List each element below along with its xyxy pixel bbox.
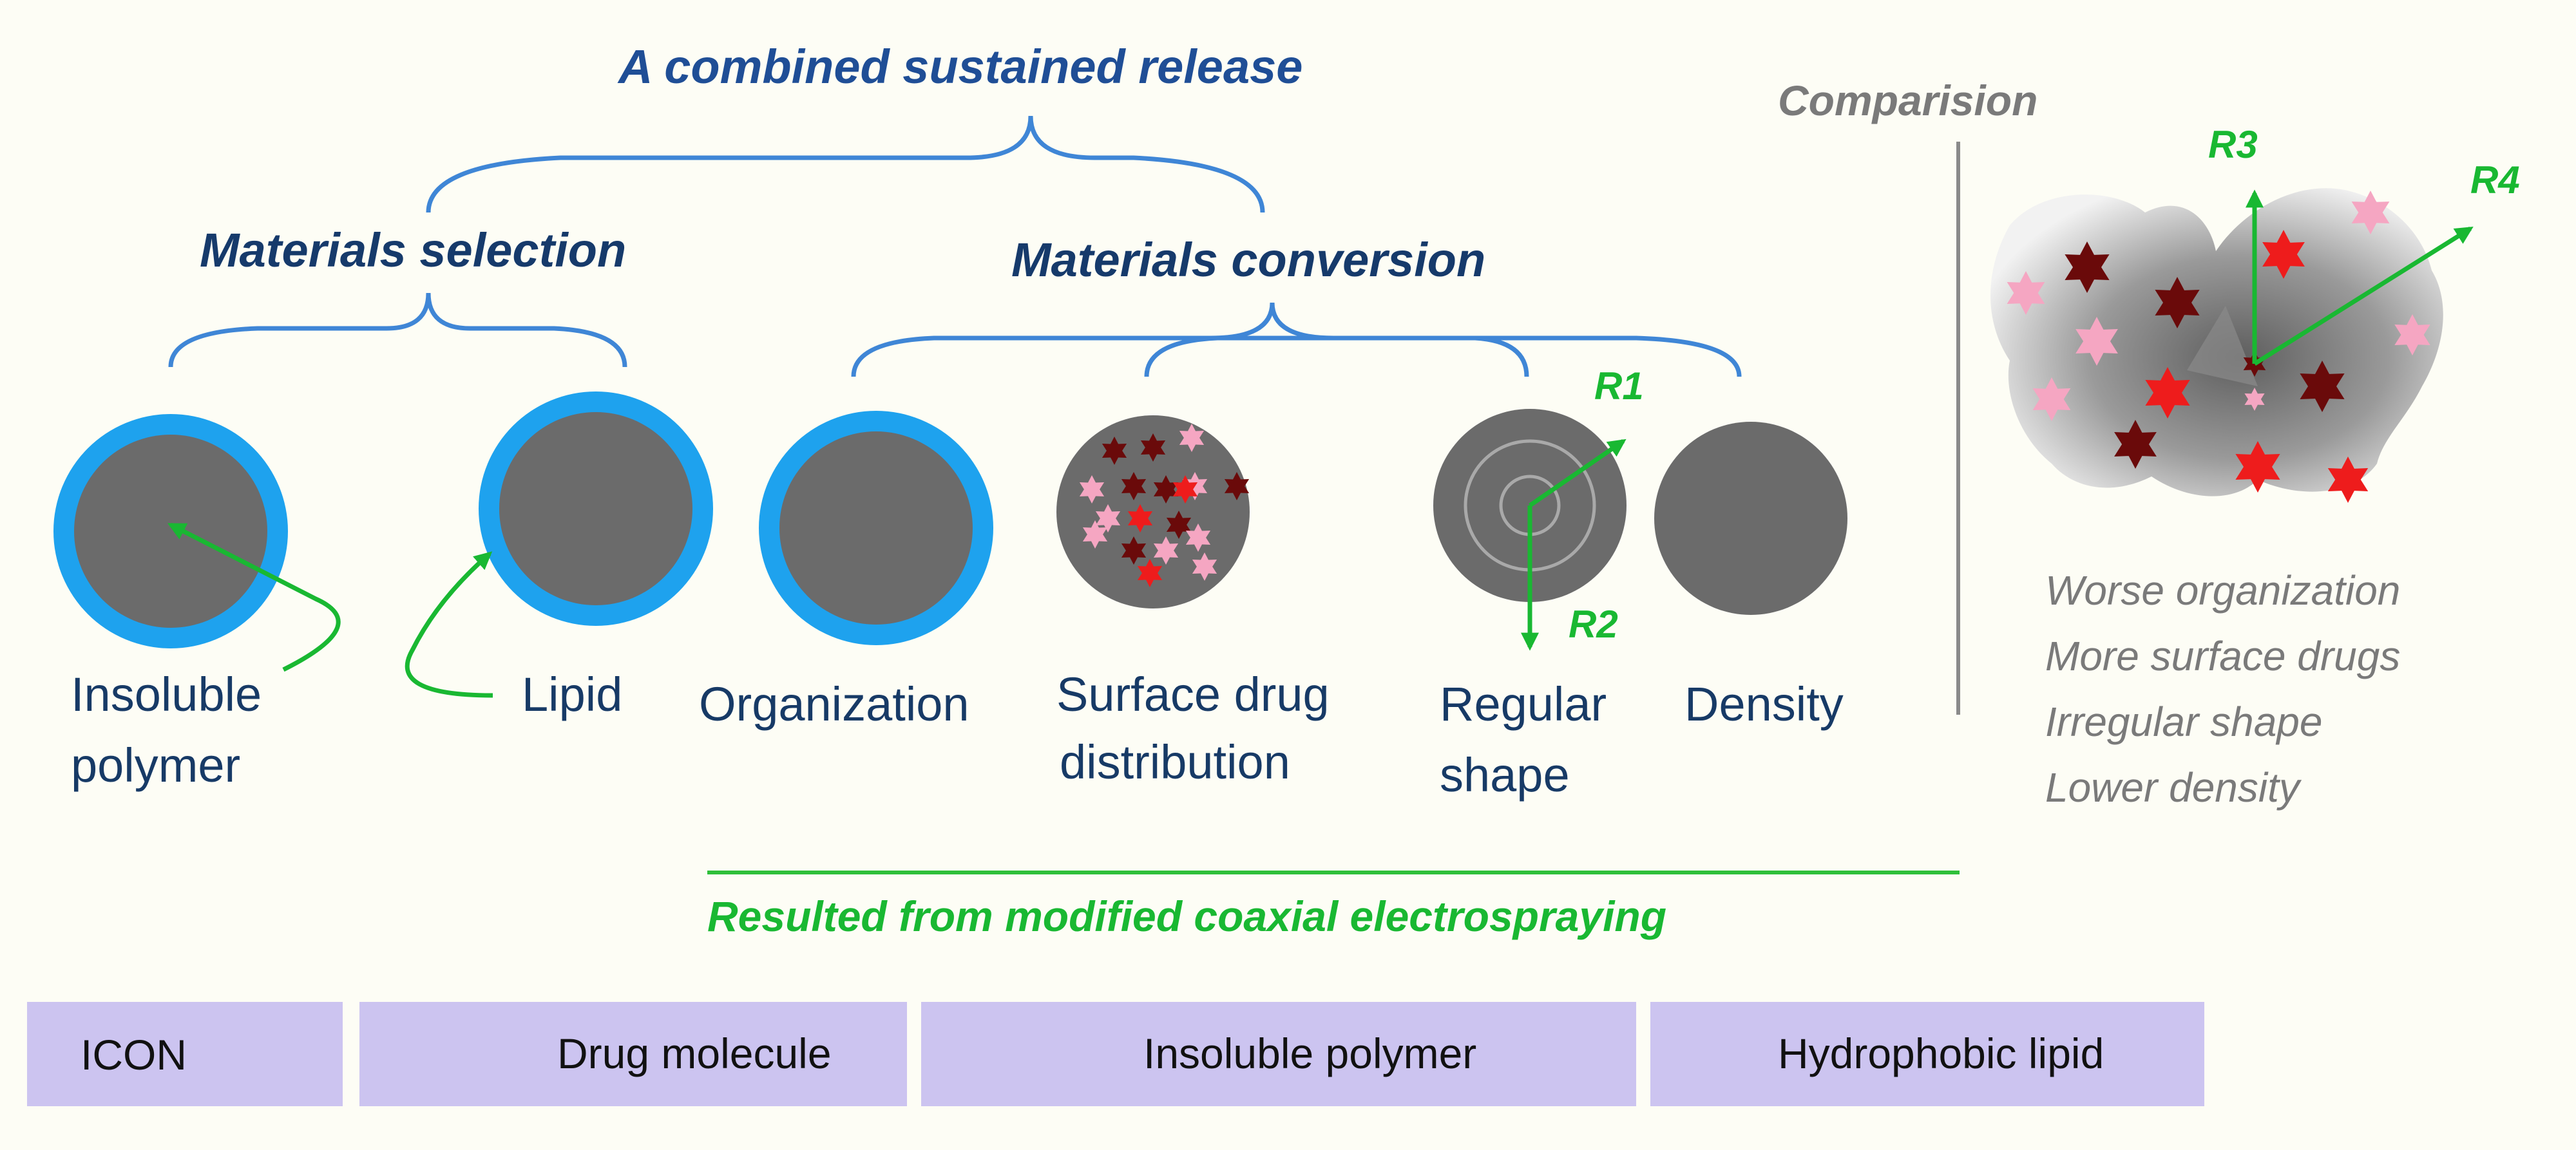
arrow-lipid	[405, 551, 493, 698]
polymer-core-3	[779, 431, 973, 625]
drug-molecule-icon	[1166, 511, 1192, 539]
drug-molecule-icon	[2065, 241, 2110, 293]
drug-molecule-icon	[1121, 472, 1147, 500]
arrow-insoluble-polymer	[167, 522, 341, 672]
label-r4: R4	[2470, 158, 2520, 202]
drug-molecule-icon	[2075, 317, 2118, 366]
drug-molecule-icon	[1179, 424, 1205, 452]
label-insoluble-polymer-2: polymer	[71, 739, 241, 792]
brace-selection	[168, 292, 627, 368]
irregular-facet	[2187, 306, 2258, 386]
comparison-item: Irregular shape	[2045, 699, 2323, 745]
comparison-title: Comparision	[1778, 77, 2038, 124]
arrow-r1	[1529, 438, 1627, 507]
drug-molecule-icon	[1137, 559, 1163, 587]
comparison-item: Lower density	[2045, 764, 2300, 811]
drug-molecule-icon	[2007, 271, 2045, 315]
comparison-item: More surface drugs	[2045, 633, 2401, 679]
legend-icon-box	[27, 1002, 343, 1106]
brace-combined	[426, 115, 1265, 213]
surface-drug-stars	[1079, 424, 1250, 587]
drug-molecule-icon	[1127, 504, 1153, 533]
drug-molecule-icon	[1102, 437, 1127, 465]
legend-drug-box	[359, 1002, 907, 1106]
drug-molecule-icon	[2145, 367, 2190, 419]
label-r3: R3	[2208, 123, 2258, 166]
legend-polymer-box	[921, 1002, 1636, 1106]
label-regular-1: Regular	[1440, 677, 1607, 731]
label-insoluble-polymer-1: Insoluble	[71, 668, 262, 721]
label-r2: R2	[1569, 603, 1618, 646]
polymer-core-1	[74, 435, 267, 628]
label-lipid: Lipid	[522, 668, 623, 721]
legend-icon-label: ICON	[81, 1031, 187, 1079]
drug-molecule-icon	[2244, 388, 2265, 411]
caption: Resulted from modified coaxial electrosp…	[707, 892, 1667, 940]
legend-polymer-label: Insoluble polymer	[1143, 1030, 1477, 1077]
drug-molecule-icon	[2235, 441, 2280, 493]
drug-molecule-icon	[2394, 314, 2430, 355]
legend-lipid-box	[1650, 1002, 2204, 1106]
arrow-r4	[2253, 227, 2474, 366]
brace-surface-regular	[1144, 335, 1529, 377]
blob-drug-stars	[2007, 191, 2430, 503]
drug-molecule-icon	[2262, 230, 2305, 279]
drug-molecule-icon	[1140, 433, 1166, 462]
legend-lipid-label: Hydrophobic lipid	[1778, 1030, 2104, 1077]
drug-molecule-icon	[2351, 191, 2390, 234]
drug-molecule-icon	[2327, 457, 2369, 503]
drug-molecule-icon	[1172, 475, 1198, 504]
brace-conversion	[851, 302, 1742, 377]
drug-molecule-icon	[1185, 523, 1211, 552]
label-organization: Organization	[699, 677, 969, 731]
drug-molecule-icon	[1079, 475, 1105, 504]
label-regular-2: shape	[1440, 748, 1570, 802]
label-density: Density	[1684, 677, 1844, 731]
drug-molecule-icon	[2032, 377, 2071, 421]
heading-materials-conversion: Materials conversion	[1011, 233, 1486, 287]
comparison-item: Worse organization	[2045, 567, 2401, 614]
drug-molecule-icon	[2114, 420, 2157, 469]
diagram-title: A combined sustained release	[618, 40, 1303, 93]
particle-density	[1654, 422, 1847, 615]
label-surface-2: distribution	[1060, 735, 1290, 789]
drug-molecule-icon	[1224, 472, 1250, 500]
label-r1: R1	[1594, 364, 1644, 408]
drug-molecule-icon	[2300, 361, 2345, 412]
legend-drug-label: Drug molecule	[557, 1030, 832, 1077]
label-surface-1: Surface drug	[1056, 668, 1330, 721]
drug-molecule-icon	[1153, 475, 1179, 504]
drug-molecule-icon	[2155, 277, 2200, 328]
drug-molecule-icon	[1121, 536, 1147, 565]
heading-materials-selection: Materials selection	[200, 223, 627, 277]
drug-molecule-icon	[1192, 552, 1217, 581]
drug-molecule-icon	[1082, 520, 1108, 549]
drug-molecule-icon	[1095, 504, 1121, 533]
polymer-core-2	[499, 412, 692, 605]
drug-molecule-icon	[1153, 536, 1179, 565]
